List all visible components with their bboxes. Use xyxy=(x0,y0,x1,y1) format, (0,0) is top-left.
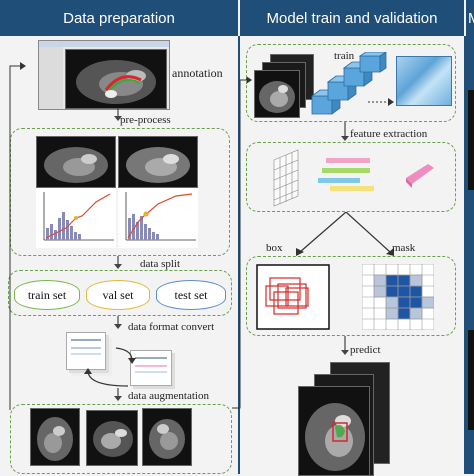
mask-label: mask xyxy=(392,242,416,254)
predict-mri-image xyxy=(298,386,370,476)
augmented-mri-2 xyxy=(86,410,138,466)
format-convert-label: data format convert xyxy=(128,321,215,333)
data-split-group xyxy=(8,270,232,316)
test-set-label: test set xyxy=(174,287,208,302)
train-set-label: train set xyxy=(27,287,67,302)
cycle-arrows-icon xyxy=(84,347,136,387)
annotation-label: annotation xyxy=(172,66,223,80)
test-set-cylinder: test set xyxy=(156,280,226,310)
header-title: Model train and validation xyxy=(266,9,438,27)
header-third-column: M xyxy=(466,0,474,36)
format-file-icon xyxy=(66,332,106,370)
augmentation-label: data augmentation xyxy=(128,390,209,402)
feature-vectors-icon xyxy=(318,158,374,191)
feature-extraction-label: feature extraction xyxy=(350,128,428,140)
annotation-software-window xyxy=(38,40,170,110)
annotation-mri-image xyxy=(65,49,167,109)
header-data-preparation: Data preparation xyxy=(0,0,238,36)
train-mri-stack-front xyxy=(254,70,300,118)
output-group xyxy=(246,256,456,336)
augmented-mri-1 xyxy=(30,408,80,466)
feature-bar-icon xyxy=(406,164,434,188)
branch-arrows xyxy=(296,212,394,256)
feature-map-image xyxy=(396,56,452,106)
preprocess-mri-before xyxy=(36,136,116,188)
panel-third xyxy=(466,36,474,474)
predict-label: predict xyxy=(350,344,381,356)
val-set-label: val set xyxy=(102,287,134,302)
segmentation-mask-output xyxy=(362,264,434,330)
preprocess-mri-after xyxy=(118,136,198,188)
arrow-down-icon xyxy=(114,256,122,269)
feature-group xyxy=(246,142,456,212)
header-title: M xyxy=(468,10,474,27)
third-column-image-2 xyxy=(468,330,474,430)
box-label: box xyxy=(266,242,283,254)
third-column-image-1 xyxy=(468,90,474,190)
histogram-after xyxy=(118,188,198,248)
histogram-before xyxy=(36,188,116,248)
arrow-down-icon xyxy=(114,108,122,121)
train-set-cylinder: train set xyxy=(14,280,80,310)
feedback-arrow xyxy=(9,62,252,410)
arrow-down-icon xyxy=(341,336,349,355)
header-model-train: Model train and validation xyxy=(240,0,464,36)
train-label: train xyxy=(334,50,355,62)
header-title: Data preparation xyxy=(63,9,175,27)
preprocess-label: pre-process xyxy=(120,114,171,126)
feature-grid-icon xyxy=(273,149,299,207)
arrow-down-icon xyxy=(114,388,122,401)
train-group xyxy=(246,44,456,122)
data-split-label: data split xyxy=(140,258,181,270)
val-set-cylinder: val set xyxy=(86,280,150,310)
format-file-icon xyxy=(130,350,172,386)
toolbar xyxy=(39,41,169,47)
bounding-box-output xyxy=(256,264,330,330)
augmented-mri-3 xyxy=(142,408,192,466)
side-panel xyxy=(39,47,63,109)
neural-network-icon xyxy=(310,52,394,115)
arrow-down-icon xyxy=(341,122,349,141)
arrow-down-icon xyxy=(114,316,122,329)
